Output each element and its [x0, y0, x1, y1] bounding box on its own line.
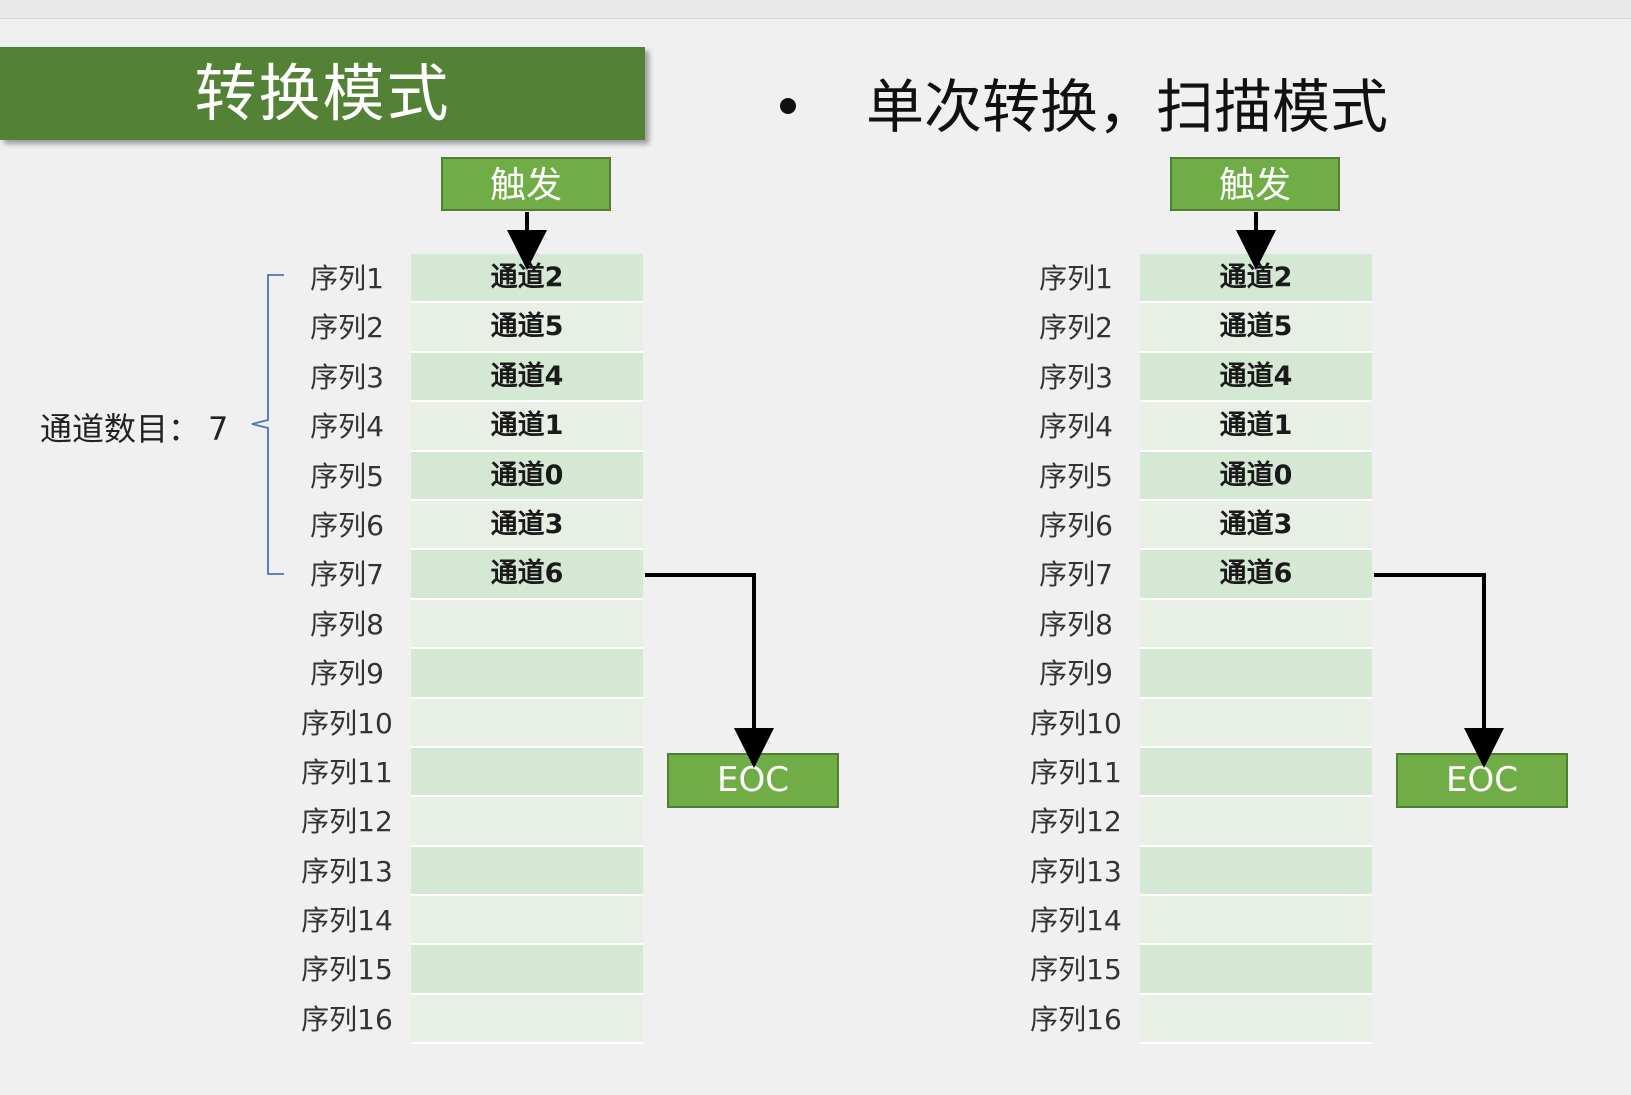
sequence-channel-cell — [1140, 698, 1372, 748]
sequence-label: 序列7 — [310, 558, 384, 592]
eoc-box-2: EOC — [1396, 753, 1568, 808]
sequence-channel-cell: 通道2 — [411, 254, 643, 304]
top-rule — [0, 0, 1631, 19]
sequence-channel-cell: 通道6 — [411, 550, 643, 600]
sequence-labels-2: 序列1 序列2 序列3 序列4 序列5 序列6 序列7 序列8 序列9 序列10 序列11 序列12 序… — [1021, 254, 1131, 1044]
sequence-label: 序列13 — [301, 854, 393, 888]
sequence-label: 序列6 — [310, 508, 384, 542]
sequence-label: 序列7 — [1039, 558, 1113, 592]
trigger-box-2: 触发 — [1170, 157, 1340, 211]
eoc-arrow-1 — [645, 573, 774, 768]
heading: 单次转换，扫描模式 — [780, 62, 1388, 152]
channel-count-value: 7 — [208, 410, 229, 448]
sequence-label: 序列4 — [310, 410, 384, 444]
heading-text: 单次转换，扫描模式 — [866, 73, 1389, 141]
eoc-arrow-2 — [1374, 573, 1504, 768]
bullet-icon — [780, 97, 796, 114]
sequence-label: 序列4 — [1039, 410, 1113, 444]
sequence-channel-cell — [1140, 649, 1372, 699]
sequence-label: 序列1 — [1039, 262, 1113, 295]
sequence-label: 序列9 — [310, 657, 384, 691]
sequence-channel-cell: 通道6 — [1140, 550, 1372, 600]
sequence-label: 序列5 — [1039, 459, 1113, 493]
sequence-label: 序列13 — [1030, 854, 1122, 888]
sequence-channel-cell — [411, 649, 643, 699]
sequence-label: 序列9 — [1039, 657, 1113, 691]
sequence-channel-cell — [1140, 797, 1372, 847]
sequence-channel-cell — [1140, 599, 1372, 650]
eoc-box-1: EOC — [667, 753, 839, 808]
sequence-channel-cell: 通道1 — [411, 402, 643, 452]
sequence-label: 序列2 — [1039, 311, 1113, 345]
sequence-label: 序列16 — [301, 1002, 393, 1036]
sequence-channel-cell: 通道3 — [1140, 500, 1372, 551]
sequence-label: 序列10 — [301, 706, 393, 740]
channel-count-bracket — [251, 274, 284, 575]
sequence-channel-cell — [1140, 846, 1372, 897]
sequence-label: 序列11 — [301, 755, 393, 789]
sequence-label: 序列12 — [301, 805, 393, 839]
sequence-channel-cell — [411, 994, 643, 1045]
title-banner: 转换模式 — [0, 47, 645, 140]
sequence-label: 序列1 — [310, 262, 384, 295]
sequence-labels-1: 序列1 序列2 序列3 序列4 序列5 序列6 序列7 序列8 序列9 序列10 序列11 序列12 序… — [292, 254, 402, 1044]
sequence-label: 序列8 — [310, 607, 384, 641]
sequence-channel-cell: 通道5 — [411, 303, 643, 353]
sequence-label: 序列3 — [310, 360, 384, 394]
sequence-label: 序列11 — [1030, 755, 1122, 789]
sequence-label: 序列6 — [1039, 508, 1113, 542]
sequence-label: 序列5 — [310, 459, 384, 493]
sequence-channel-cell: 通道0 — [411, 451, 643, 501]
sequence-label: 序列12 — [1030, 805, 1122, 839]
sequence-label: 序列15 — [1030, 953, 1122, 987]
sequence-channel-cell — [1140, 994, 1372, 1045]
sequence-label: 序列14 — [1030, 904, 1122, 938]
sequence-label: 序列8 — [1039, 607, 1113, 641]
sequence-channel-cell — [411, 747, 643, 798]
sequence-channel-cell — [1140, 945, 1372, 995]
trigger-box-1: 触发 — [441, 157, 611, 211]
sequence-channel-cell: 通道0 — [1140, 451, 1372, 501]
channel-count: 通道数目：7 — [40, 404, 228, 450]
sequence-channel-cell — [1140, 747, 1372, 798]
sequence-label: 序列3 — [1039, 360, 1113, 394]
sequence-channel-cell: 通道3 — [411, 500, 643, 551]
sequence-label: 序列2 — [310, 311, 384, 345]
sequence-channel-cell: 通道5 — [1140, 303, 1372, 353]
sequence-channel-cell: 通道4 — [1140, 352, 1372, 403]
sequence-channel-cell — [1140, 896, 1372, 946]
sequence-channel-cell: 通道4 — [411, 352, 643, 403]
sequence-label: 序列16 — [1030, 1002, 1122, 1036]
sequence-channel-cell: 通道1 — [1140, 402, 1372, 452]
sequence-channel-cell — [411, 945, 643, 995]
sequence-channel-cell — [411, 846, 643, 897]
sequence-label: 序列14 — [301, 904, 393, 938]
channel-count-label: 通道数目： — [40, 410, 201, 448]
sequence-channel-cell: 通道2 — [1140, 254, 1372, 304]
sequence-label: 序列10 — [1030, 706, 1122, 740]
sequence-label: 序列15 — [301, 953, 393, 987]
sequence-channel-cell — [411, 797, 643, 847]
sequence-channel-cell — [411, 896, 643, 946]
sequence-channel-cell — [411, 698, 643, 748]
sequence-channel-cell — [411, 599, 643, 650]
